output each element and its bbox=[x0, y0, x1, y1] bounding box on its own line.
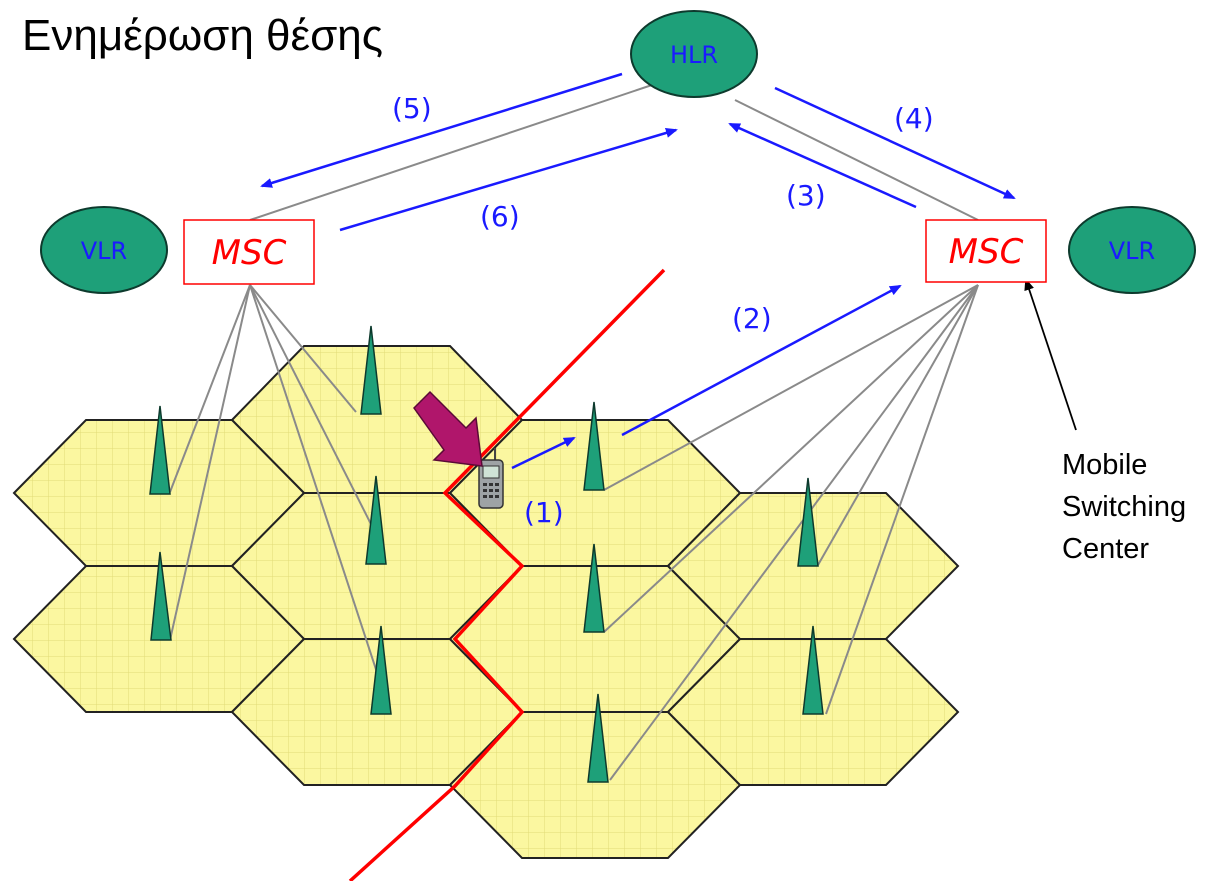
arrow-step-4 bbox=[774, 86, 1016, 200]
mobile-phone-icon bbox=[478, 448, 504, 509]
antenna-icon bbox=[360, 325, 382, 415]
arrow-step-2 bbox=[621, 284, 902, 437]
antenna-icon bbox=[370, 625, 392, 715]
page-title: Ενημέρωση θέσης bbox=[22, 11, 383, 60]
movement-arrow-icon bbox=[413, 390, 483, 467]
location-area-boundary bbox=[348, 268, 666, 881]
antenna-icon bbox=[802, 625, 824, 715]
antenna-icon bbox=[150, 551, 172, 641]
vlr-node-right: VLR bbox=[1068, 206, 1196, 294]
msc-left-label: MSC bbox=[212, 233, 287, 273]
annotation-line-3: Center bbox=[1062, 533, 1149, 565]
annotation-line-1: Mobile bbox=[1062, 449, 1147, 481]
antenna-icon bbox=[149, 405, 171, 495]
msc-node-left: MSC bbox=[183, 219, 315, 285]
step-label-5: (5) bbox=[392, 92, 432, 125]
annotation-line-2: Switching bbox=[1062, 491, 1186, 523]
antenna-icon bbox=[583, 401, 605, 491]
antenna-icon bbox=[587, 693, 609, 783]
arrow-step-6 bbox=[339, 128, 678, 232]
step-label-4: (4) bbox=[894, 102, 934, 135]
vlr-left-label: VLR bbox=[81, 237, 127, 265]
signalling-arrows bbox=[260, 72, 1016, 470]
hlr-label: HLR bbox=[670, 41, 718, 69]
arrow-step-3 bbox=[728, 122, 917, 209]
step-label-6: (6) bbox=[480, 200, 520, 233]
antenna-icon bbox=[365, 475, 387, 565]
antennas bbox=[149, 325, 824, 783]
msc-right-label: MSC bbox=[949, 232, 1024, 272]
vlr-node-left: VLR bbox=[40, 206, 168, 294]
msc-links bbox=[169, 83, 979, 781]
msc-node-right: MSC bbox=[925, 219, 1047, 283]
arrow-step-5 bbox=[260, 72, 623, 188]
annotation-pointer bbox=[1024, 278, 1077, 431]
step-label-3: (3) bbox=[786, 179, 826, 212]
hlr-node: HLR bbox=[630, 10, 758, 98]
vlr-right-label: VLR bbox=[1109, 237, 1155, 265]
arrow-step-1 bbox=[511, 436, 576, 470]
step-label-2: (2) bbox=[732, 302, 772, 335]
antenna-icon bbox=[797, 477, 819, 567]
step-label-1: (1) bbox=[524, 496, 564, 529]
antenna-icon bbox=[583, 543, 605, 633]
